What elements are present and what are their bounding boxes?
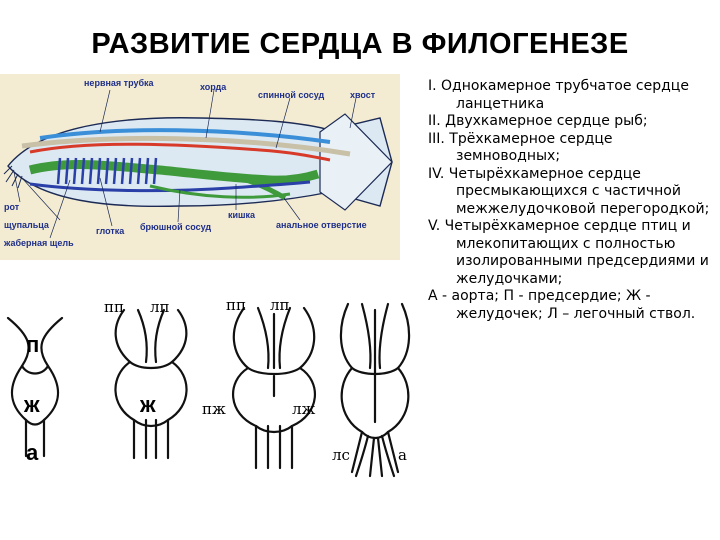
lancelet-diagram: нервная трубка хорда спинной сосуд хвост… [0,74,400,260]
heart1-label-a: а [26,440,39,465]
legend-item: III. Трёхкамерное сердце земноводных; [428,130,613,165]
nerve-tube [39,128,331,144]
dorsal-vessel [29,142,331,162]
label-mouth: рот [4,202,20,212]
legend-item: IV. Четырёхкамерное сердце пресмыкающихс… [428,165,710,217]
pointer-lines [13,89,357,239]
label-pharynx: глотка [96,226,125,236]
atrium [149,184,291,199]
heart-schemes: п ж а пп лп ж пп лп пж лж лс а [0,296,420,496]
heart1-label-p: п [26,332,40,357]
label-chord: хорда [200,82,227,92]
legend-item: А - аорта; П - предсердие; Ж - желудочек… [428,288,696,322]
ventral-vessel [29,180,311,193]
lancelet-drawing [3,89,393,239]
page-title: РАЗВИТИЕ СЕРДЦА В ФИЛОГЕНЕЗЕ [91,28,629,60]
label-gill-slit: жаберная щель [4,238,74,248]
heart2-label-lp: лп [150,298,170,316]
tail-fin [319,113,393,211]
heart4-label-ls: лс [332,446,350,464]
gill-slits [56,157,158,185]
legend-item: I. Однокамерное трубчатое сердце ланцетн… [428,78,689,112]
chord [21,135,351,157]
label-dorsal-vessel: спинной сосуд [258,90,325,100]
heart3-label-lp: лп [270,296,290,314]
heart-2 [114,308,188,460]
heart-3 [232,306,316,470]
heart2-label-pp: пп [104,298,124,316]
tentacles [3,165,23,189]
label-tentacles: щупальца [4,220,49,230]
label-ventral-vessel: брюшной сосуд [140,222,212,232]
label-intestine: кишка [228,210,256,220]
legend-item: V. Четырёхкамерное сердце птиц и млекопи… [428,218,709,287]
heart3-label-lzh: лж [292,400,316,418]
label-anal-opening: анальное отверстие [276,220,367,230]
heart-1 [6,316,64,458]
legend-list: I. Однокамерное трубчатое сердце ланцетн… [428,78,718,323]
heart3-label-pp: пп [226,296,246,314]
heart1-label-zh: ж [24,392,40,417]
hearts-drawing [6,302,411,478]
heart3-label-pzh: пж [202,400,226,418]
label-tail: хвост [350,90,376,100]
heart2-label-zh: ж [140,392,156,417]
heart-4 [339,302,411,478]
legend-item: II. Двухкамерное сердце рыб; [428,113,648,129]
heart4-label-a: а [398,446,407,464]
label-nerve-tube: нервная трубка [84,78,154,88]
